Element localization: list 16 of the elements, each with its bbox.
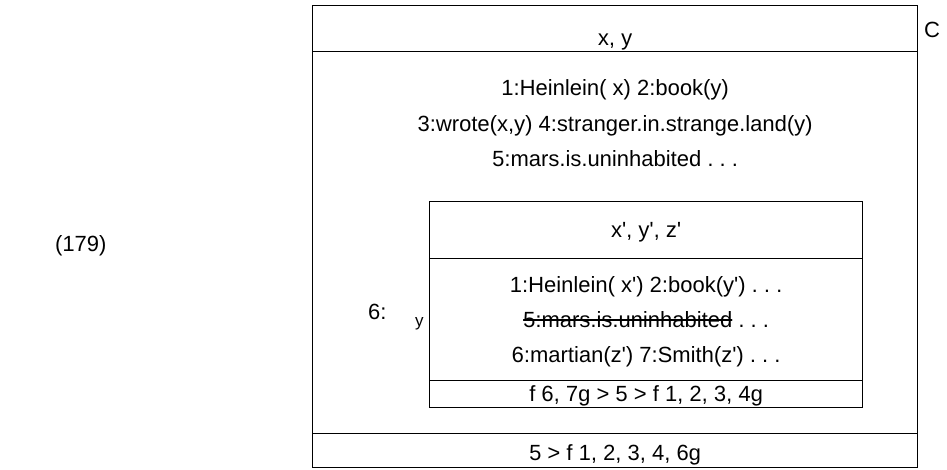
condition-text: 1:Heinlein( x) 2:book(y): [501, 75, 729, 101]
box-label: C: [924, 17, 940, 43]
variable-list: x, y: [598, 25, 632, 51]
condition-text: 5:mars.is.uninhabited . . .: [523, 307, 769, 333]
condition-text: 3:wrote(x,y) 4:stranger.in.strange.land(y): [418, 111, 812, 137]
ordering-text: 5 > f 1, 2, 3, 4, 6g: [529, 440, 701, 466]
drs-box: [312, 5, 918, 468]
drs-box: [429, 201, 863, 408]
condition-text: 5:mars.is.uninhabited . . .: [492, 146, 738, 172]
equation-number: (179): [55, 231, 106, 257]
variable-list: x', y', z': [610, 217, 682, 243]
condition-number: 6:: [368, 299, 386, 325]
ordering-text: f 6, 7g > 5 > f 1, 2, 3, 4g: [529, 381, 763, 407]
condition-text: 1:Heinlein( x') 2:book(y') . . .: [510, 272, 782, 298]
condition-text: 6:martian(z') 7:Smith(z') . . .: [512, 342, 780, 368]
subscript-label: y: [415, 310, 424, 332]
